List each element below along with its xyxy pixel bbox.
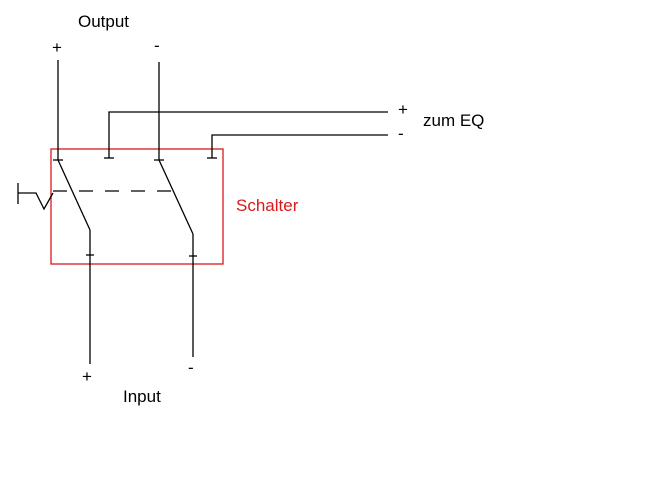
switch-blade-right [158, 159, 194, 235]
eq-minus-sign: - [398, 124, 404, 143]
input-minus-sign: - [188, 358, 194, 377]
zum-eq-label: zum EQ [423, 111, 484, 130]
eq-minus-wire [211, 134, 388, 158]
eq-plus-sign: + [398, 100, 408, 119]
output-minus-sign: - [154, 36, 160, 55]
output-label: Output [78, 12, 129, 31]
input-plus-sign: + [82, 367, 92, 386]
output-plus-sign: + [52, 38, 62, 57]
switch-handle [18, 192, 54, 211]
switch-blade-left [57, 159, 91, 231]
switch-box [50, 148, 224, 265]
eq-plus-wire [108, 111, 388, 158]
input-label: Input [123, 387, 161, 406]
schalter-label: Schalter [236, 196, 299, 215]
